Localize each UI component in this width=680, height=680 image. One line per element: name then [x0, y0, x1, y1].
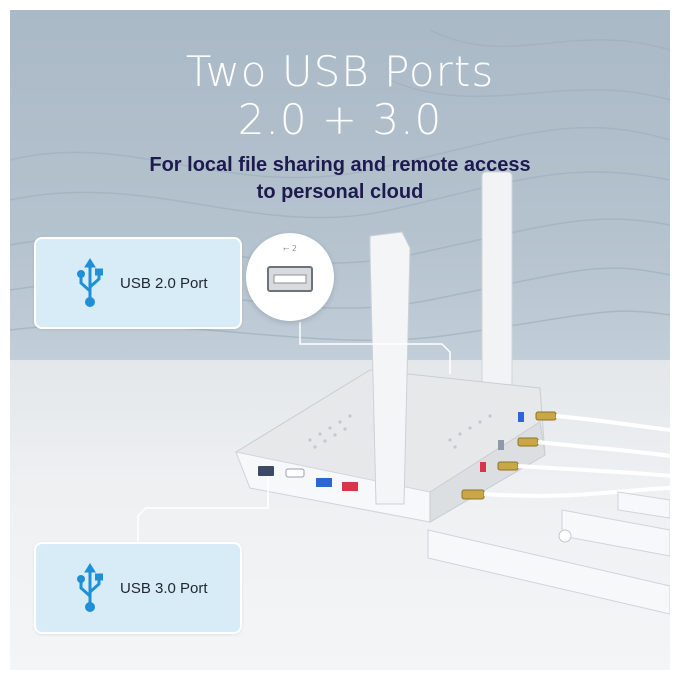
- button-port: [285, 468, 305, 478]
- product-banner: ⭠ 2 Two USB Ports 2.0 + 3.0 For local fi…: [10, 10, 670, 670]
- spare-antenna-2: [561, 509, 670, 557]
- spare-antenna-1: [427, 529, 670, 615]
- usb2-port-label: USB 2.0 Port: [120, 274, 208, 292]
- lan-port-red: [342, 482, 358, 491]
- usb3-port-label: USB 3.0 Port: [120, 579, 208, 597]
- usb2-callout: USB 2.0 Port: [34, 237, 242, 329]
- subheadline: For local file sharing and remote access…: [10, 152, 670, 206]
- usb-icon: [77, 258, 103, 307]
- front-antenna: [369, 231, 411, 505]
- router-illustration: [137, 171, 670, 615]
- headline-line-2: 2.0 + 3.0: [237, 95, 443, 144]
- subheadline-line-1: For local file sharing and remote access: [149, 154, 531, 176]
- usb-icon: [77, 563, 103, 612]
- lan-port-blue: [316, 478, 332, 487]
- usb3-callout: USB 3.0 Port: [34, 542, 242, 634]
- usb2-port-zoom: ⭠ 2: [246, 233, 334, 321]
- subheadline-line-2: to personal cloud: [256, 181, 424, 203]
- usb-port-icon: ⭠ 2: [267, 244, 313, 292]
- usb3-leader-line: [137, 476, 269, 544]
- headline: Two USB Ports 2.0 + 3.0: [10, 48, 670, 144]
- usb3-port: [258, 466, 274, 476]
- usb2-leader-line: [299, 322, 451, 374]
- headline-line-1: Two USB Ports: [185, 47, 495, 96]
- svg-text:⭠ 2: ⭠ 2: [283, 244, 297, 253]
